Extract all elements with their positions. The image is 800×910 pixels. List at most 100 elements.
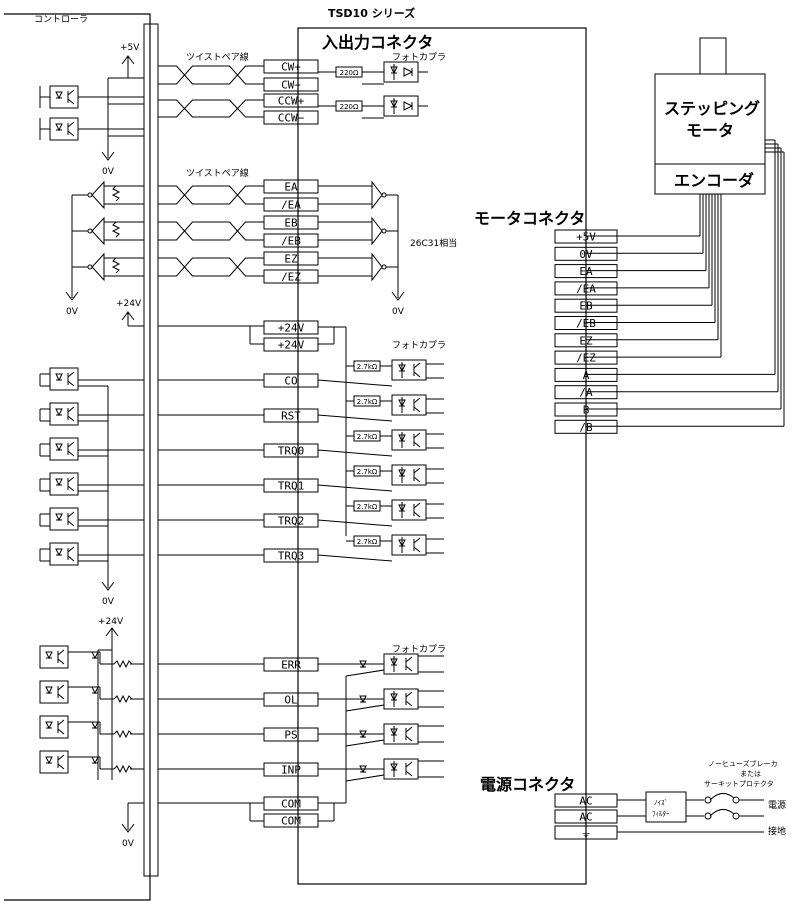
pin-power-1: AC [554, 809, 618, 824]
encoder-label: エンコーダ [674, 171, 754, 190]
photocoupler-input-5 [391, 534, 427, 556]
photocoupler-output-3 [383, 758, 419, 780]
pin-motor-3: /EA [554, 281, 618, 296]
term-res-1 [111, 221, 121, 238]
stepping-motor [654, 37, 766, 195]
photocoupler-output-2 [383, 723, 419, 745]
pin-24v-2-label: +24V [278, 339, 305, 352]
gnd-encoder-receiver: 0V [65, 290, 79, 317]
photocoupler-input-4 [391, 499, 427, 521]
photocoupler-label-1: フォトカプラ [392, 52, 446, 63]
controller-diode-0 [91, 651, 99, 660]
line-receiver-2 [87, 252, 105, 282]
twisted-pair-label-2: ツイストペア線 [186, 167, 249, 179]
controller-opto-in-4 [49, 507, 79, 531]
pin-ez-label: EZ [284, 253, 298, 266]
pin-eb-label: EB [284, 217, 298, 230]
pin-power-0: AC [554, 793, 618, 808]
controller-diode-3 [91, 756, 99, 765]
breaker-label-2: または [740, 770, 761, 778]
driver-frame [297, 27, 587, 885]
plus5v-label: +5V [120, 43, 140, 53]
gnd-encoder-driver-label: 0V [392, 307, 405, 317]
pin-trq3-label: TRQ3 [278, 550, 305, 563]
photocoupler-output-1 [383, 688, 419, 710]
controller-opto-cw [49, 85, 79, 109]
controller-opto-out-0 [39, 645, 69, 669]
controller-opto-in-0 [49, 367, 79, 391]
pin-motor-11-label: /B [579, 421, 593, 434]
res-220-0: 220Ω [335, 66, 363, 78]
driver-diode-3 [359, 765, 367, 774]
controller-opto-in-1 [49, 402, 79, 426]
pin-ccw-plus-label: CCW+ [278, 95, 305, 108]
pin-motor-10: B [554, 402, 618, 417]
pin-cw-minus-label: CW− [281, 79, 301, 92]
res-27k-3-label: 2.7kΩ [357, 468, 378, 476]
pin-ez: EZ [263, 251, 319, 266]
pin-trq0-label: TRQ0 [278, 445, 305, 458]
circuit-breaker [704, 793, 764, 820]
pullup-res-0 [113, 659, 133, 669]
pin-motor-11: /B [554, 419, 618, 434]
pin-24v-1-label: +24V [278, 322, 305, 335]
plus5v-supply [121, 55, 135, 70]
photocoupler-input-3 [391, 464, 427, 486]
res-27k-2: 2.7kΩ [353, 430, 381, 442]
controller-diode-2 [91, 721, 99, 730]
pin-eb-bar-label: /EB [281, 235, 301, 248]
controller-opto-in-3 [49, 472, 79, 496]
pin-cw-plus: CW+ [263, 59, 319, 74]
pin-motor-9-label: /A [579, 386, 593, 399]
res-27k-0: 2.7kΩ [353, 360, 381, 372]
pin-ea-bar-label: /EA [281, 199, 301, 212]
pin-ol: OL [263, 692, 319, 707]
pin-com-1: COM [263, 796, 319, 811]
pin-motor-7: /EZ [554, 350, 618, 365]
gnd-encoder-receiver-label: 0V [66, 307, 79, 317]
res-27k-1-label: 2.7kΩ [357, 398, 378, 406]
photocoupler-label-2: フォトカプラ [392, 340, 446, 351]
power-supply-label: 電源 [768, 800, 786, 811]
line-driver-0 [371, 180, 387, 210]
pin-24v-2: +24V [263, 337, 319, 352]
term-res-0 [111, 185, 121, 202]
photocoupler-input-0 [391, 359, 427, 381]
pullup-res-3 [113, 764, 133, 774]
io-connector-title: 入出力コネクタ [322, 33, 433, 52]
controller-opto-in-2 [49, 437, 79, 461]
controller-opto-ccw [49, 117, 79, 141]
pin-power-0-label: AC [579, 795, 592, 808]
pin-ea-bar: /EA [263, 197, 319, 212]
pin-trq3: TRQ3 [263, 548, 319, 563]
res-27k-4: 2.7kΩ [353, 500, 381, 512]
gnd-output-label: 0V [122, 839, 135, 849]
gnd-pulse-label: 0V [102, 167, 115, 177]
pin-24v-1: +24V [263, 320, 319, 335]
line-driver-2 [371, 252, 387, 282]
pin-motor-4-label: EB [579, 300, 593, 313]
res-27k-2-label: 2.7kΩ [357, 433, 378, 441]
svg-text:ﾌｨﾙﾀｰ: ﾌｨﾙﾀｰ [652, 810, 670, 818]
pin-err-label: ERR [281, 659, 301, 672]
ic-26c31-label: 26C31相当 [410, 237, 457, 249]
controller-opto-out-3 [39, 750, 69, 774]
photocoupler-input-2 [391, 429, 427, 451]
motor-connector-title: モータコネクタ [474, 209, 585, 228]
pin-ccw-minus-label: CCW− [278, 112, 305, 125]
svg-text:ﾉｲｽﾞ: ﾉｲｽﾞ [654, 799, 668, 807]
res-27k-5: 2.7kΩ [353, 535, 381, 547]
controller-opto-out-2 [39, 715, 69, 739]
res-27k-5-label: 2.7kΩ [357, 538, 378, 546]
pin-motor-6-label: EZ [579, 334, 593, 347]
pin-motor-8-label: A [583, 369, 590, 382]
res-27k-3: 2.7kΩ [353, 465, 381, 477]
pin-ol-label: OL [284, 694, 298, 707]
pin-com-2: COM [263, 813, 319, 828]
gnd-input-label: 0V [102, 597, 115, 607]
line-receiver-1 [87, 216, 105, 246]
plus24v-label-1: +24V [116, 299, 142, 309]
plus24v-supply-2 [105, 627, 119, 642]
controller-diode-1 [91, 686, 99, 695]
